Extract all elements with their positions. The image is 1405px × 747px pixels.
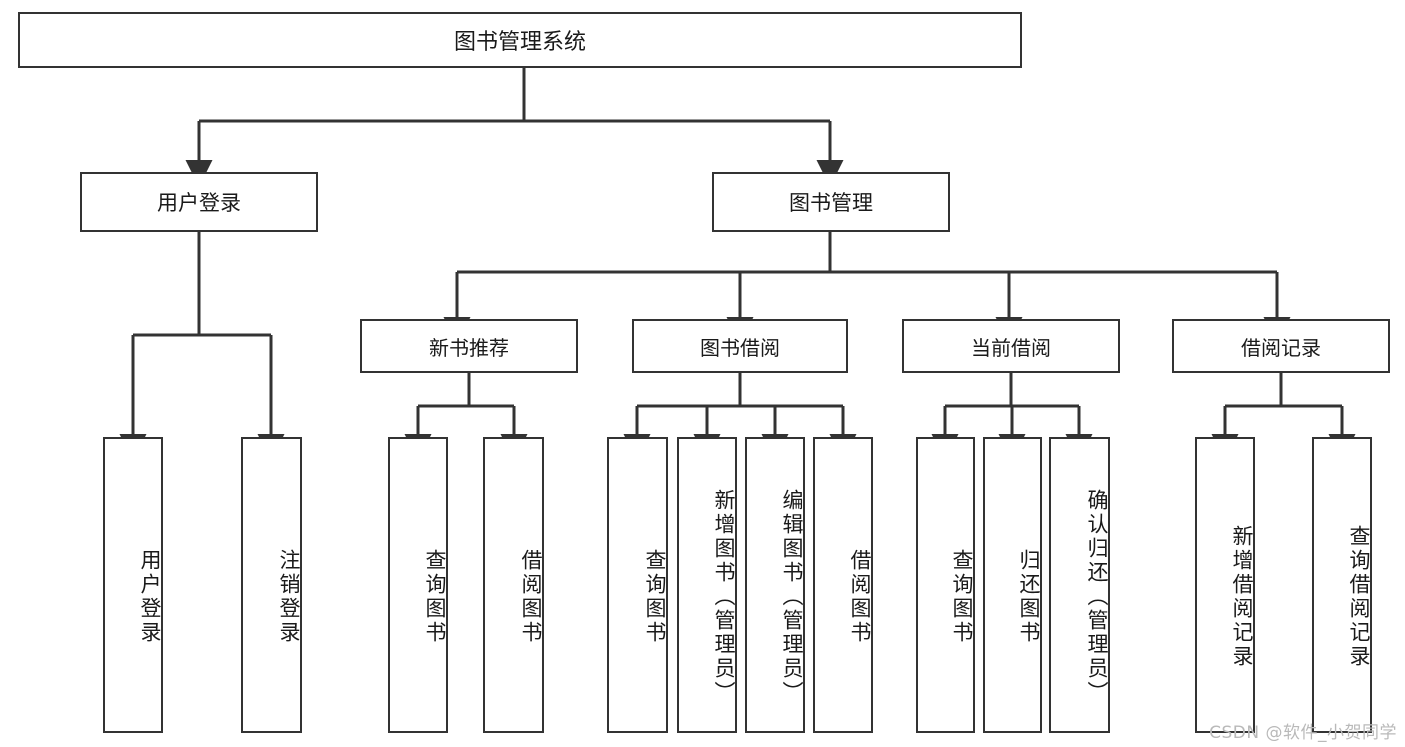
leaf-borrow-record-query[interactable]: 查询借阅记录 bbox=[1312, 437, 1372, 733]
leaf-user-login-logout[interactable]: 注销登录 bbox=[241, 437, 302, 733]
connector-new-book-to-leaves bbox=[404, 373, 528, 461]
leaf-current-borrow-confirm-return[interactable]: 确认归还（管理员） bbox=[1049, 437, 1110, 733]
connector-current-borrow-to-leaves bbox=[931, 373, 1093, 461]
connector-root-to-level1 bbox=[185, 68, 844, 187]
leaf-current-borrow-query[interactable]: 查询图书 bbox=[916, 437, 975, 733]
node-book-borrow[interactable]: 图书借阅 bbox=[632, 319, 848, 373]
node-user-login[interactable]: 用户登录 bbox=[80, 172, 318, 232]
leaf-new-book-borrow[interactable]: 借阅图书 bbox=[483, 437, 544, 733]
connector-book-manage-to-level2 bbox=[443, 232, 1291, 344]
leaf-book-borrow-add[interactable]: 新增图书（管理员） bbox=[677, 437, 737, 733]
node-current-borrow[interactable]: 当前借阅 bbox=[902, 319, 1120, 373]
connector-borrow-record-to-leaves bbox=[1211, 373, 1356, 461]
leaf-book-borrow-borrow[interactable]: 借阅图书 bbox=[813, 437, 873, 733]
leaf-user-login-login[interactable]: 用户登录 bbox=[103, 437, 163, 733]
leaf-book-borrow-query[interactable]: 查询图书 bbox=[607, 437, 668, 733]
leaf-borrow-record-add[interactable]: 新增借阅记录 bbox=[1195, 437, 1255, 733]
connector-user-login-to-leaves bbox=[119, 232, 285, 461]
node-book-manage[interactable]: 图书管理 bbox=[712, 172, 950, 232]
leaf-current-borrow-return[interactable]: 归还图书 bbox=[983, 437, 1042, 733]
watermark-text: CSDN @软件_小贺同学 bbox=[1209, 723, 1397, 743]
leaf-new-book-query[interactable]: 查询图书 bbox=[388, 437, 448, 733]
connector-book-borrow-to-leaves bbox=[623, 373, 857, 461]
node-root-system[interactable]: 图书管理系统 bbox=[18, 12, 1022, 68]
node-new-book-recommend[interactable]: 新书推荐 bbox=[360, 319, 578, 373]
leaf-book-borrow-edit[interactable]: 编辑图书（管理员） bbox=[745, 437, 805, 733]
node-borrow-record[interactable]: 借阅记录 bbox=[1172, 319, 1390, 373]
